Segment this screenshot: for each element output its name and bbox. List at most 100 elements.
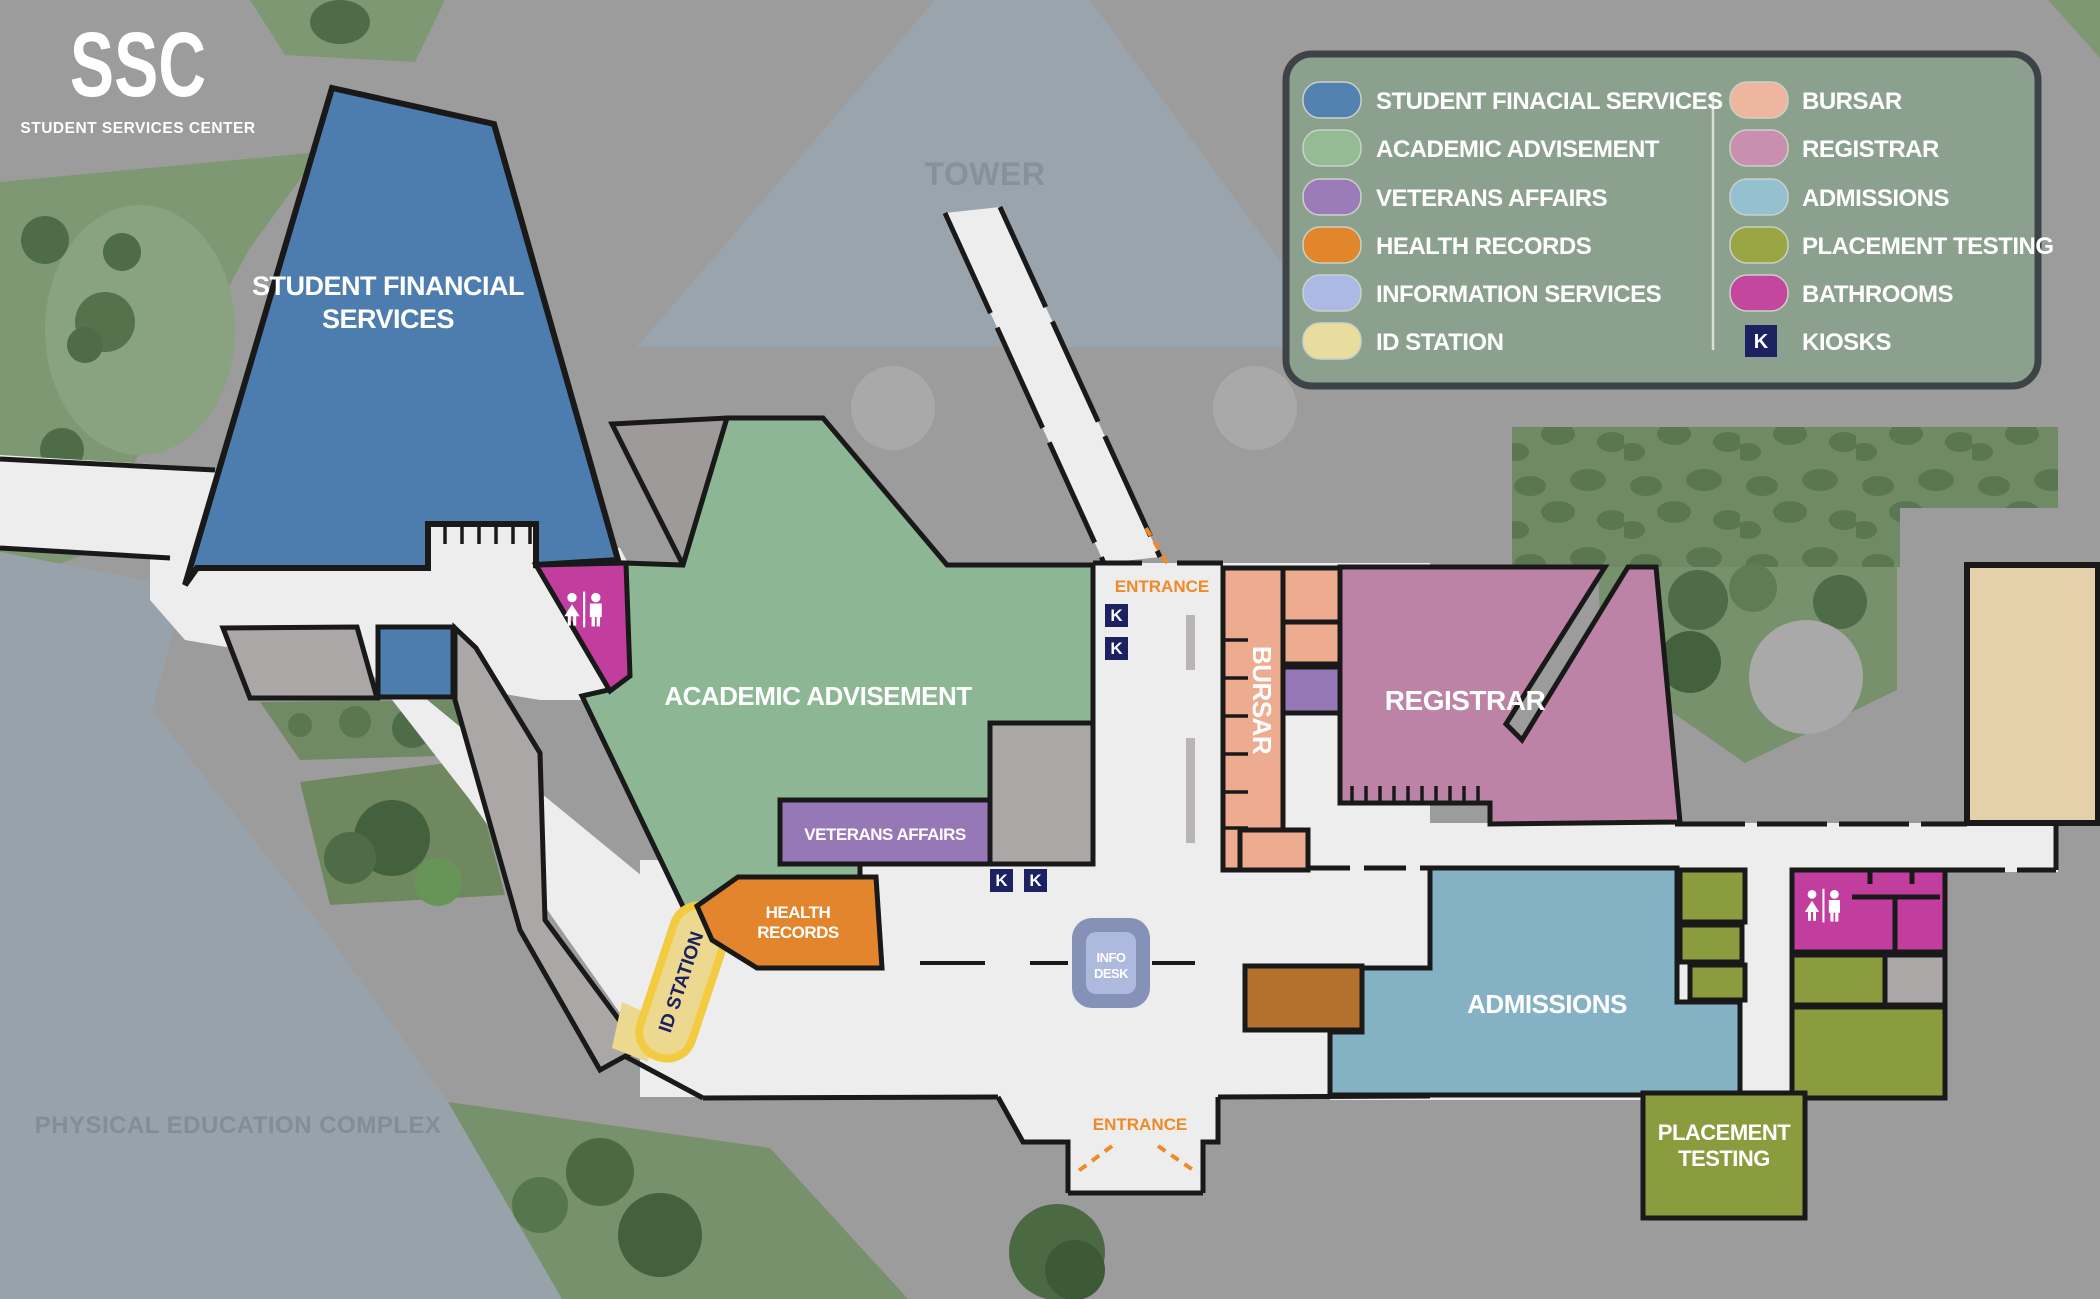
service-counter-ticks xyxy=(443,526,532,544)
entrance-north-label[interactable]: ENTRANCE xyxy=(1115,577,1209,596)
legend-panel xyxy=(1282,50,2042,390)
health-records-label-1: HEALTH xyxy=(766,903,831,922)
ssc-logo: SSC STUDENT SERVICES CENTER xyxy=(20,12,255,137)
legend-item[interactable]: ID STATION xyxy=(1302,322,1504,360)
bush-icon xyxy=(414,858,462,906)
svg-text:STUDENT FINACIAL SERVICES: STUDENT FINACIAL SERVICES xyxy=(1376,88,1723,115)
sfs-label-2: SERVICES xyxy=(322,304,454,334)
corridor-wall xyxy=(1945,824,2059,873)
legend-swatch xyxy=(1302,178,1362,216)
bursar-office[interactable] xyxy=(1280,619,1343,667)
svg-text:PLACEMENT TESTING: PLACEMENT TESTING xyxy=(1802,233,2054,260)
kiosk-icon[interactable] xyxy=(990,869,1013,892)
testing-office[interactable] xyxy=(1677,922,1745,965)
kiosk-icon[interactable] xyxy=(1105,604,1128,627)
bush-icon xyxy=(288,713,312,737)
info-desk[interactable]: INFO DESK xyxy=(1072,918,1150,1008)
bathroom-stall-walls xyxy=(1852,872,1940,950)
legend-item[interactable]: PLACEMENT TESTING xyxy=(1729,226,2054,264)
svg-text:BATHROOMS: BATHROOMS xyxy=(1802,281,1954,308)
entrance-south-label[interactable]: ENTRANCE xyxy=(1093,1115,1187,1134)
legend-swatch xyxy=(1302,322,1362,360)
bathroom-central[interactable] xyxy=(531,560,633,695)
bursar-label: BURSAR xyxy=(1247,646,1277,755)
testing-office[interactable] xyxy=(1687,962,1748,1003)
room-placement-testing[interactable] xyxy=(1640,1090,1808,1221)
walkway-edge xyxy=(942,211,1107,565)
legend-item[interactable]: K KIOSKS xyxy=(1745,325,1892,357)
bursar-office[interactable] xyxy=(1237,827,1311,873)
landscape-corner xyxy=(2048,0,2100,58)
legend-item[interactable]: ADMISSIONS xyxy=(1729,178,1950,216)
info-desk-label-1: INFO xyxy=(1096,950,1125,965)
health-records-label-2: RECORDS xyxy=(757,923,839,942)
svg-text:REGISTRAR: REGISTRAR xyxy=(1802,136,1939,163)
plaza-circle xyxy=(1749,620,1863,734)
kiosk-icon xyxy=(1745,325,1777,357)
lawn-patch xyxy=(45,205,235,455)
legend-swatch xyxy=(1729,226,1789,264)
kiosk-icon[interactable] xyxy=(1105,637,1128,660)
svg-text:HEALTH RECORDS: HEALTH RECORDS xyxy=(1376,233,1592,260)
logo-subtitle: STUDENT SERVICES CENTER xyxy=(20,120,255,137)
legend-item[interactable]: REGISTRAR xyxy=(1729,129,1940,167)
bush-icon xyxy=(67,327,103,363)
svg-text:ID STATION: ID STATION xyxy=(1376,329,1503,356)
info-services-room[interactable] xyxy=(375,624,456,700)
legend-item[interactable]: HEALTH RECORDS xyxy=(1302,226,1592,264)
legend-item[interactable]: BURSAR xyxy=(1729,81,1902,119)
tree-icon xyxy=(103,233,141,271)
bench xyxy=(1186,615,1195,670)
registrar-label: REGISTRAR xyxy=(1385,685,1546,716)
legend-swatch xyxy=(1729,178,1789,216)
placement-testing-label-1: PLACEMENT xyxy=(1658,1120,1791,1145)
svg-text:ACADEMIC ADVISEMENT: ACADEMIC ADVISEMENT xyxy=(1376,136,1660,163)
room-health-records[interactable] xyxy=(693,874,885,971)
utility-room[interactable] xyxy=(987,720,1096,867)
corridor-wall xyxy=(0,545,171,561)
veterans-annex-room[interactable] xyxy=(1280,664,1343,716)
svg-text:K: K xyxy=(1110,606,1123,625)
room-veterans-affairs[interactable] xyxy=(777,797,993,867)
tree-icon xyxy=(310,0,370,44)
legend-item[interactable]: BATHROOMS xyxy=(1729,274,1954,312)
planter-circle xyxy=(1213,366,1297,450)
south-wall xyxy=(615,1049,705,1101)
kiosk-icon[interactable] xyxy=(1024,869,1047,892)
sfs-label-1: STUDENT FINANCIAL xyxy=(252,271,524,301)
walkway-north[interactable] xyxy=(945,207,1160,563)
tree-icon xyxy=(1045,1240,1105,1299)
info-desk-label-2: DESK xyxy=(1094,966,1129,981)
svg-text:K: K xyxy=(1029,871,1042,890)
bursar-office[interactable] xyxy=(1280,565,1345,625)
utility-room[interactable] xyxy=(219,624,381,701)
corridor-wall xyxy=(0,456,216,473)
vestibule-wall xyxy=(995,1095,1221,1196)
legend-item[interactable]: VETERANS AFFAIRS xyxy=(1302,178,1608,216)
tree-icon xyxy=(512,1177,568,1233)
landscape-hedges-east xyxy=(1512,427,2058,567)
testing-room[interactable] xyxy=(1789,1004,1948,1101)
svg-text:VETERANS AFFAIRS: VETERANS AFFAIRS xyxy=(1376,185,1608,212)
legend-swatch xyxy=(1729,274,1789,312)
room-registrar[interactable] xyxy=(1337,564,1683,827)
legend-item[interactable]: INFORMATION SERVICES xyxy=(1302,274,1662,312)
room-student-financial-services[interactable] xyxy=(182,84,622,587)
room-bursar[interactable] xyxy=(1220,565,1286,873)
legend-swatch xyxy=(1302,129,1362,167)
records-room[interactable] xyxy=(1242,963,1365,1033)
bursar-counter-ticks xyxy=(1225,638,1248,830)
entrance-path-south xyxy=(1075,1144,1198,1174)
registrar-queue-ticks xyxy=(1350,786,1480,802)
testing-office[interactable] xyxy=(1677,867,1748,925)
svg-text:K: K xyxy=(1110,639,1123,658)
utility-room[interactable] xyxy=(1882,952,1948,1008)
testing-office[interactable] xyxy=(1789,952,1888,1008)
legend-item[interactable]: ACADEMIC ADVISEMENT xyxy=(1302,129,1660,167)
tan-room[interactable] xyxy=(1964,562,2100,826)
walkway-edge xyxy=(997,205,1163,559)
legend-item[interactable]: STUDENT FINACIAL SERVICES xyxy=(1302,81,1724,119)
room-admissions[interactable] xyxy=(1327,865,1743,1098)
legend-swatch xyxy=(1302,81,1362,119)
